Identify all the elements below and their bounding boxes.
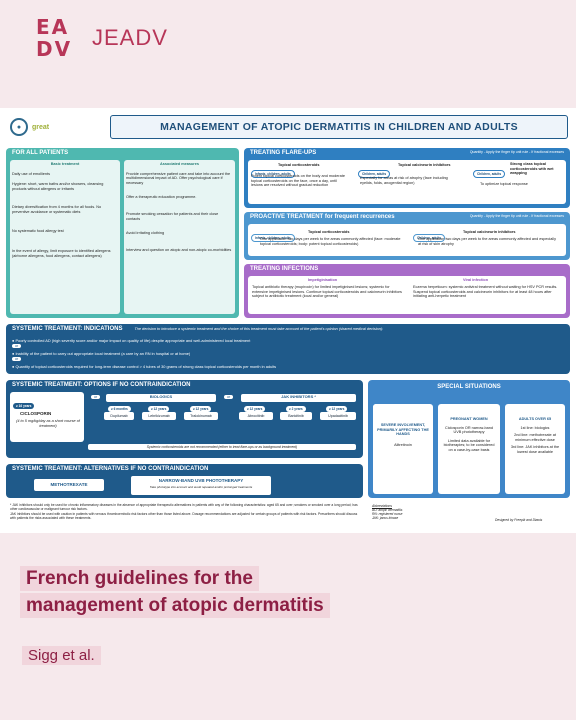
eadv-logo-icon: EA DV bbox=[36, 15, 73, 61]
jak-label: JAK INHIBITORS * bbox=[241, 394, 356, 402]
methotrexate-label: METHOTREXATE bbox=[34, 479, 104, 491]
all-patients-panel: FOR ALL PATIENTS Basic treatment Daily u… bbox=[6, 148, 239, 318]
special-situations-panel: SPECIAL SITUATIONS Adults SEVERE INVOLVE… bbox=[368, 380, 570, 498]
assoc-item: Provide comprehensive patient care and t… bbox=[126, 171, 231, 185]
designed-by: Designed by Freepik and Diawis bbox=[495, 518, 543, 522]
great-logo: great bbox=[32, 123, 50, 131]
poster-title: MANAGEMENT OF ATOPIC DERMATITIS IN CHILD… bbox=[110, 115, 568, 139]
assoc-item: Promote smoking cessation for patients a… bbox=[126, 211, 219, 221]
author: Sigg et al. bbox=[22, 646, 101, 665]
caption-line-2: management of atopic dermatitis bbox=[20, 593, 330, 618]
drug-upadacitinib: Upadacitinib bbox=[320, 412, 356, 420]
biologics-label: BIOLOGICS bbox=[106, 394, 216, 402]
caption: French guidelines for the management of … bbox=[20, 566, 390, 620]
drug-abrocitinib: Abrocitinib bbox=[239, 412, 273, 420]
alternatives-panel: SYSTEMIC TREATMENT: ALTERNATIVES IF NO C… bbox=[6, 464, 363, 498]
society-logo-icon: ● bbox=[10, 118, 28, 136]
basic-item: Hygiene: short, warm baths and/or shower… bbox=[12, 182, 104, 191]
drug-dupilumab: Dupilumab bbox=[104, 412, 134, 420]
basic-item: Dietary diversification from 4 months fo… bbox=[12, 205, 102, 214]
assoc-item: Avoid irritating clothing bbox=[126, 231, 165, 236]
poster: ● great MANAGEMENT OF ATOPIC DERMATITIS … bbox=[0, 108, 576, 533]
abbreviations: Abbreviations AD: atopic dermatitis RN: … bbox=[372, 504, 403, 520]
assoc-item: Offer a therapeutic education programme. bbox=[126, 195, 197, 200]
footnotes: * JAK inhibitors should only be used for… bbox=[10, 503, 358, 520]
ciclosporin-label: CICLOSPORIN bbox=[20, 411, 52, 416]
brand-name: JEADV bbox=[92, 25, 168, 50]
caption-line-1: French guidelines for the bbox=[20, 566, 259, 591]
infections-panel: TREATING INFECTIONS Impetiginisation Top… bbox=[244, 264, 570, 318]
assoc-item: Interview and question on atopic and non… bbox=[126, 247, 232, 252]
options-panel: SYSTEMIC TREATMENT: OPTIONS IF NO CONTRA… bbox=[6, 380, 363, 458]
drug-baricitinib: Baricitinib bbox=[280, 412, 312, 420]
drug-lebrikizumab: Lebrikizumab bbox=[142, 412, 176, 420]
basic-item: In the event of allergy, limit exposure … bbox=[12, 249, 111, 258]
uvb-label: NARROW-BAND UVB PHOTOTHERAPY bbox=[158, 478, 244, 483]
basic-item: Daily use of emollients bbox=[12, 171, 50, 176]
basic-item: No systematic food allergy test bbox=[12, 228, 64, 233]
jeadv-header: EA DV JEADV bbox=[36, 14, 168, 62]
drug-tralokinumab: Tralokinumab bbox=[184, 412, 218, 420]
proactive-panel: PROACTIVE TREATMENT for frequent recurre… bbox=[244, 212, 570, 260]
